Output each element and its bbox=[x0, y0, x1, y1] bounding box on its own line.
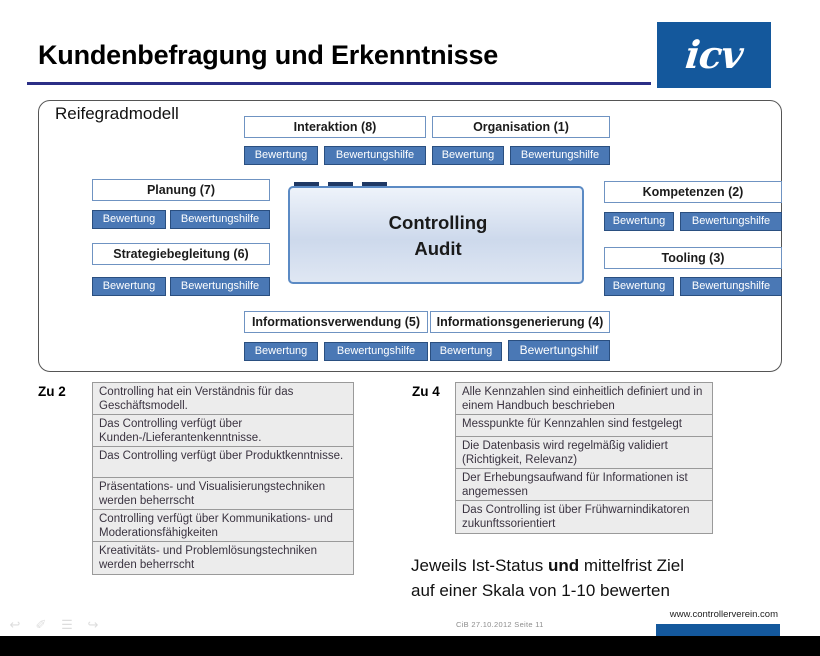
closing-note-line1-before: Jeweils Ist-Status bbox=[411, 556, 548, 575]
page-title: Kundenbefragung und Erkenntnisse bbox=[38, 40, 499, 70]
bewertungshilfe-button-strategiebegleitung[interactable]: Bewertungshilfe bbox=[170, 277, 270, 296]
bewertungshilfe-button-planung[interactable]: Bewertungshilfe bbox=[170, 210, 270, 229]
bewertungshilfe-button-informationsverwendung[interactable]: Bewertungshilfe bbox=[324, 342, 428, 361]
table-row: Präsentations- und Visualisierungstechni… bbox=[93, 478, 353, 510]
topic-box-informationsverwendung[interactable]: Informationsverwendung (5) bbox=[244, 311, 428, 333]
bewertung-button-interaktion[interactable]: Bewertung bbox=[244, 146, 318, 165]
zu4-label: Zu 4 bbox=[412, 384, 440, 399]
topic-box-organisation[interactable]: Organisation (1) bbox=[432, 116, 610, 138]
bewertung-button-informationsgenerierung[interactable]: Bewertung bbox=[430, 342, 502, 361]
bewertungshilfe-button-organisation[interactable]: Bewertungshilfe bbox=[510, 146, 610, 165]
slide-header: Kundenbefragung und Erkenntnisse icv bbox=[0, 18, 820, 92]
previous-slide-icon[interactable]: ↩ bbox=[9, 617, 21, 632]
topic-box-kompetenzen[interactable]: Kompetenzen (2) bbox=[604, 181, 782, 203]
closing-note: Jeweils Ist-Status und mittelfrist Ziel … bbox=[411, 553, 811, 603]
bewertungshilfe-button-informationsgenerierung[interactable]: Bewertungshilf bbox=[508, 340, 610, 361]
table-row: Messpunkte für Kennzahlen sind festgeleg… bbox=[456, 415, 712, 437]
topic-box-interaktion[interactable]: Interaktion (8) bbox=[244, 116, 426, 138]
icv-logo-text: icv bbox=[683, 32, 745, 77]
closing-note-line1-bold: und bbox=[548, 556, 580, 575]
footer-url[interactable]: www.controllerverein.com bbox=[669, 609, 778, 620]
zu2-label: Zu 2 bbox=[38, 384, 66, 399]
bewertungshilfe-button-kompetenzen[interactable]: Bewertungshilfe bbox=[680, 212, 782, 231]
title-underline-rule bbox=[27, 82, 651, 85]
bewertung-button-tooling[interactable]: Bewertung bbox=[604, 277, 674, 296]
topic-box-strategiebegleitung[interactable]: Strategiebegleitung (6) bbox=[92, 243, 270, 265]
presenter-nav-icons: ↩ ✐ ☰ ↪ bbox=[8, 616, 118, 634]
closing-note-line1-after: mittelfrist Ziel bbox=[579, 556, 684, 575]
table-row: Controlling hat ein Verständnis für das … bbox=[93, 383, 353, 415]
bewertung-button-strategiebegleitung[interactable]: Bewertung bbox=[92, 277, 166, 296]
next-slide-icon[interactable]: ↪ bbox=[87, 617, 99, 632]
pen-icon[interactable]: ✐ bbox=[35, 617, 47, 632]
icv-logo: icv bbox=[657, 22, 771, 88]
bewertung-button-organisation[interactable]: Bewertung bbox=[432, 146, 504, 165]
controlling-audit-label: Controlling Audit bbox=[290, 210, 586, 262]
bewertung-button-planung[interactable]: Bewertung bbox=[92, 210, 166, 229]
table-row: Die Datenbasis wird regelmäßig validiert… bbox=[456, 437, 712, 469]
topic-box-tooling[interactable]: Tooling (3) bbox=[604, 247, 782, 269]
closing-note-line1: Jeweils Ist-Status und mittelfrist Ziel bbox=[411, 553, 811, 578]
footer-meta: CiB 27.10.2012 Seite 11 bbox=[456, 620, 544, 629]
zu4-table: Alle Kennzahlen sind einheitlich definie… bbox=[455, 382, 713, 534]
bewertungshilfe-button-tooling[interactable]: Bewertungshilfe bbox=[680, 277, 782, 296]
table-row: Kreativitäts- und Problemlösungstechnike… bbox=[99, 545, 317, 571]
topic-box-planung[interactable]: Planung (7) bbox=[92, 179, 270, 201]
bewertung-button-kompetenzen[interactable]: Bewertung bbox=[604, 212, 674, 231]
controlling-audit-box[interactable]: Controlling Audit bbox=[288, 186, 584, 284]
table-row: Das Controlling verfügt über Produktkenn… bbox=[93, 447, 353, 478]
reifegradmodell-caption: Reifegradmodell bbox=[55, 104, 179, 123]
zu2-table: Controlling hat ein Verständnis für das … bbox=[92, 382, 354, 575]
table-row: Alle Kennzahlen sind einheitlich definie… bbox=[456, 383, 712, 415]
table-row: Das Controlling verfügt über Kunden-/Lie… bbox=[93, 415, 353, 447]
bewertung-button-informationsverwendung[interactable]: Bewertung bbox=[244, 342, 318, 361]
topic-box-informationsgenerierung[interactable]: Informationsgenerierung (4) bbox=[430, 311, 610, 333]
bewertungshilfe-button-interaktion[interactable]: Bewertungshilfe bbox=[324, 146, 426, 165]
table-row: Controlling verfügt über Kommunikations-… bbox=[93, 510, 353, 542]
bottom-black-bar bbox=[0, 636, 820, 656]
controlling-audit-line1: Controlling bbox=[388, 212, 488, 233]
table-row: Der Erhebungsaufwand für Informationen i… bbox=[456, 469, 712, 501]
menu-icon[interactable]: ☰ bbox=[61, 617, 73, 632]
table-row: Das Controlling ist über Frühwarnindikat… bbox=[462, 504, 690, 530]
controlling-audit-line2: Audit bbox=[414, 238, 462, 259]
closing-note-line2: auf einer Skala von 1-10 bewerten bbox=[411, 581, 670, 600]
